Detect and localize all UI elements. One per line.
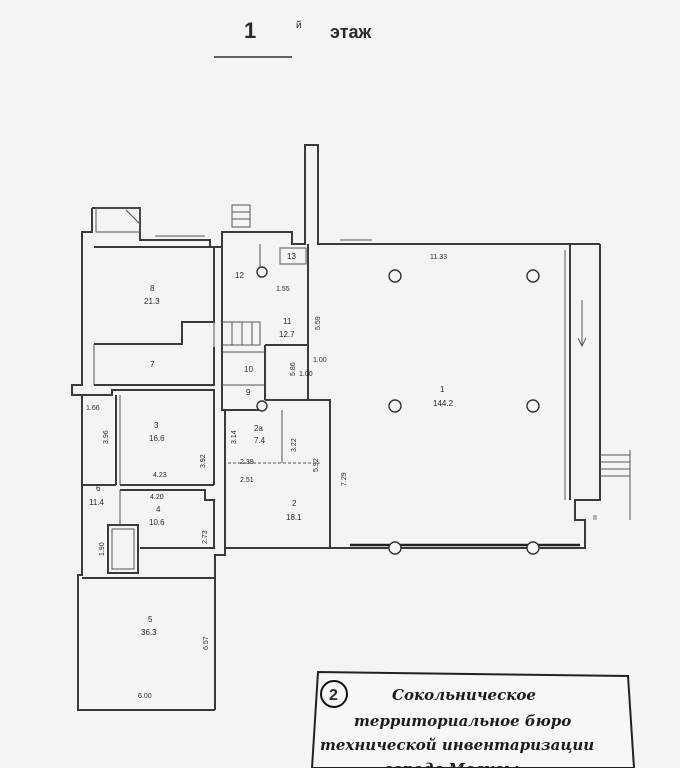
- stamp-line: города Москвы: [384, 760, 519, 768]
- dimension-label: 5.92: [313, 458, 320, 472]
- room-area: 10.6: [149, 518, 165, 527]
- room-label-10: 10: [244, 365, 253, 374]
- dimension-label: 2.39: [240, 459, 254, 466]
- column-marker: [526, 269, 540, 283]
- room-label-13: 13: [287, 252, 296, 261]
- room-label-8: 8 21.3: [144, 284, 160, 306]
- room-label-7: 7: [150, 360, 155, 369]
- room-number: 12: [235, 271, 244, 280]
- dimension-label: 6.57: [203, 636, 210, 650]
- room-labels: 1 144.2 2 18.1 2а 7.4 3 16.6 4 10.6 5 36…: [89, 252, 454, 637]
- room-area: 11.4: [89, 498, 105, 507]
- bti-stamp: 2 Сокольническое территориальное бюро те…: [310, 670, 636, 768]
- column-marker: [256, 400, 268, 412]
- room-label-2: 2 18.1: [286, 499, 302, 522]
- room-area: 7.4: [254, 436, 266, 445]
- room-number: 6: [96, 484, 101, 493]
- room-label-2a: 2а 7.4: [254, 424, 266, 445]
- room-area: 18.1: [286, 513, 302, 522]
- room-label-5: 5 36.3: [141, 615, 157, 637]
- stamp-border: [310, 670, 636, 768]
- room-label-11: 11 12.7: [279, 317, 295, 339]
- floor-number-superscript: й: [296, 20, 302, 31]
- dimension-label: 1.00: [313, 357, 327, 364]
- dimension-label: 4.23: [153, 472, 167, 479]
- column-marker: [526, 541, 540, 555]
- room-number: 8: [150, 284, 155, 293]
- column-marker: [388, 269, 402, 283]
- dimension-label: 3.96: [103, 430, 110, 444]
- dimension-label: 4.20: [150, 494, 164, 501]
- dimension-label: 1.66: [86, 405, 100, 412]
- column-marker: [388, 541, 402, 555]
- floor-word: этаж: [330, 22, 372, 42]
- room-number: 2а: [254, 424, 263, 433]
- dimension-label: 2.73: [202, 530, 209, 544]
- stamp-line: территориальное бюро: [354, 712, 571, 730]
- section-mark: II: [593, 515, 597, 522]
- stamp-number-circle: [320, 680, 348, 708]
- stamp-number: 2: [329, 687, 338, 704]
- column-marker: [256, 266, 268, 278]
- room-label-3: 3 16.6: [149, 421, 165, 443]
- room-number: 4: [156, 505, 161, 514]
- stamp-line: Сокольническое: [392, 686, 536, 704]
- dimension-label: 11.33: [430, 254, 447, 261]
- room-label-9: 9: [246, 388, 251, 397]
- room-area: 12.7: [279, 330, 295, 339]
- dimension-label: 5.86: [290, 362, 297, 376]
- floor-title: 1 й этаж: [214, 18, 372, 58]
- dimension-label: 3.22: [291, 438, 298, 452]
- room-area: 16.6: [149, 434, 165, 443]
- room-number: 11: [283, 317, 292, 326]
- dimension-label: 1.55: [276, 286, 290, 293]
- room-number: 7: [150, 360, 155, 369]
- walls: [71, 144, 631, 711]
- room-label-1: 1 144.2: [433, 385, 454, 408]
- room-number: 2: [292, 499, 297, 508]
- room-number: 1: [440, 385, 445, 394]
- room-area: 21.3: [144, 297, 160, 306]
- dimension-label: 1.00: [299, 371, 313, 378]
- stamp-line: технической инвентаризации: [320, 736, 594, 754]
- room-number: 10: [244, 365, 253, 374]
- room-number: 9: [246, 388, 251, 397]
- room-label-6: 6 11.4: [89, 484, 105, 507]
- room-area: 144.2: [433, 399, 454, 408]
- dimension-label: 3.14: [231, 430, 238, 444]
- columns: [256, 266, 540, 555]
- room-label-12: 12: [235, 271, 244, 280]
- column-marker: [526, 399, 540, 413]
- dimension-label: 2.51: [240, 477, 254, 484]
- room-area: 36.3: [141, 628, 157, 637]
- room-number: 3: [154, 421, 159, 430]
- room-label-4: 4 10.6: [149, 505, 165, 527]
- room-number: 5: [148, 615, 153, 624]
- room-number: 13: [287, 252, 296, 261]
- dimension-label: 7.29: [341, 472, 348, 486]
- floor-number: 1: [244, 18, 256, 43]
- dimension-label: 1.90: [99, 542, 106, 556]
- column-marker: [388, 399, 402, 413]
- dimension-label: 6.00: [138, 693, 152, 700]
- dimension-label: 3.92: [200, 454, 207, 468]
- dimension-labels: 11.33 1.55 5.59 1.00 1.00 5.86 1.66 3.96…: [86, 254, 597, 700]
- dimension-label: 5.59: [315, 316, 322, 330]
